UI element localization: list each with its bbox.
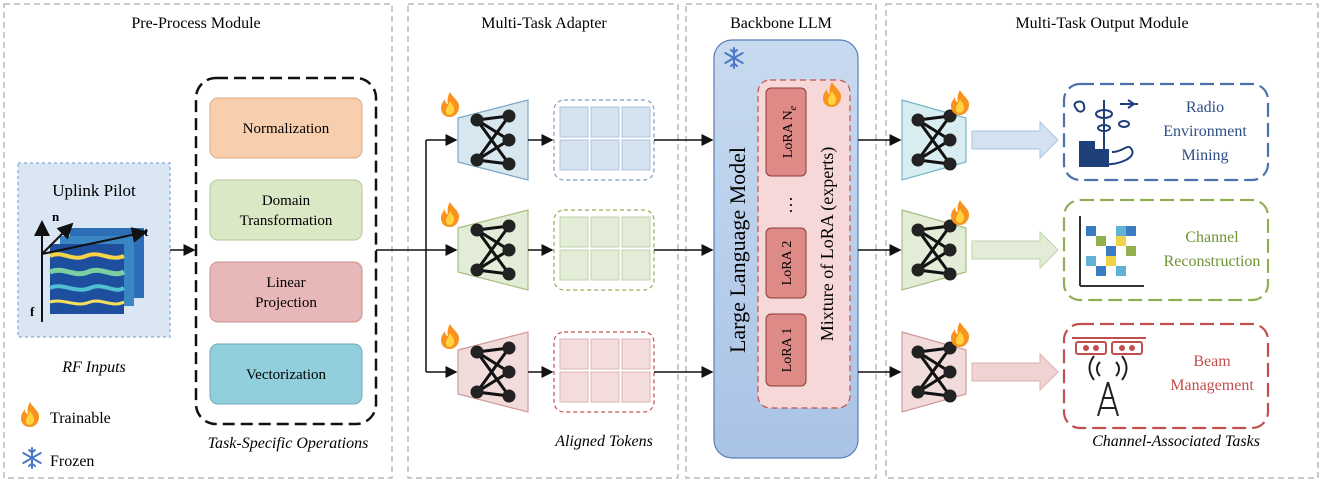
pilot-heatmap-icon: [49, 228, 144, 314]
token-grid-2: [553, 209, 655, 291]
operations-group: [194, 76, 378, 426]
op-linear-projection: Linear Projection: [209, 261, 363, 323]
task-beam-line2: Management: [1170, 377, 1254, 394]
op-domain-transformation: Domain Transformation: [209, 179, 363, 241]
op-normalization-label: Normalization: [243, 121, 330, 137]
axis-n-label: n: [52, 209, 60, 224]
task-channel-reconstruction: Channel Reconstruction: [1062, 198, 1270, 302]
token-grid-3: [553, 331, 655, 413]
output-arrow-3: [971, 352, 1059, 392]
lora-expert-1: LoRA 1: [765, 313, 807, 387]
channel-matrix-icon: [1079, 216, 1144, 287]
token-grid-1: [553, 99, 655, 181]
preprocess-title: Pre-Process Module: [131, 15, 260, 32]
lora-expert-n: LoRA Ne: [765, 87, 807, 177]
op-vectorization: Vectorization: [209, 343, 363, 405]
task-channel-line1: Channel: [1185, 229, 1239, 246]
output-arrow-1: [971, 120, 1059, 160]
lora-n-subscript: e: [788, 105, 799, 110]
lora-n-label: LoRA N: [781, 110, 796, 158]
preprocess-to-adapter-connector: [376, 134, 458, 378]
operations-caption: Task-Specific Operations: [208, 435, 369, 452]
task-radio-line3: Mining: [1181, 147, 1228, 164]
output-title: Multi-Task Output Module: [1015, 15, 1188, 32]
tasks-caption: Channel-Associated Tasks: [1092, 433, 1260, 450]
axis-f-label: f: [30, 304, 35, 319]
op-normalization: Normalization: [209, 97, 363, 159]
op-linear-line2: Projection: [255, 295, 317, 311]
uplink-pilot-box: Uplink Pilot n t f: [17, 162, 171, 338]
svg-text:LoRA Ne: LoRA Ne: [781, 105, 799, 158]
op-linear-line1: Linear: [266, 275, 305, 291]
lora-2-label: LoRA 2: [780, 241, 795, 286]
aligned-tokens-caption: Aligned Tokens: [554, 433, 653, 450]
backbone-title: Backbone LLM: [730, 15, 832, 32]
adapter-encoder-1: [457, 99, 529, 181]
llm-label: Large Language Model: [725, 147, 750, 353]
adapter-encoder-2: [457, 209, 529, 291]
city-tower-icon: [1073, 99, 1138, 167]
legend-frozen: Frozen: [50, 453, 94, 470]
task-radio-line1: Radio: [1186, 99, 1224, 116]
adapter-encoder-3: [457, 331, 529, 413]
output-decoder-1: [901, 99, 967, 181]
op-vectorization-label: Vectorization: [246, 367, 326, 383]
lora-1-label: LoRA 1: [780, 328, 795, 373]
rf-inputs-caption: RF Inputs: [61, 359, 126, 376]
beam-antenna-icon: [1072, 337, 1146, 417]
uplink-pilot-title: Uplink Pilot: [52, 181, 136, 200]
op-domain-line1: Domain: [262, 193, 311, 209]
lora-expert-2: LoRA 2: [765, 227, 807, 299]
output-arrow-2: [971, 230, 1059, 270]
task-radio-line2: Environment: [1163, 123, 1247, 140]
legend-trainable: Trainable: [50, 410, 111, 427]
task-beam-management: Beam Management: [1062, 322, 1270, 430]
axis-t-label: t: [144, 224, 149, 239]
op-domain-line2: Transformation: [240, 213, 333, 229]
task-channel-line2: Reconstruction: [1164, 253, 1261, 270]
output-decoder-3: [901, 331, 967, 413]
lora-ellipsis: …: [776, 196, 796, 214]
adapter-title: Multi-Task Adapter: [481, 15, 607, 32]
moe-label: Mixture of LoRA (experts): [817, 147, 838, 341]
task-radio-environment-mining: Radio Environment Mining: [1062, 82, 1270, 182]
task-beam-line1: Beam: [1193, 353, 1231, 370]
output-decoder-2: [901, 209, 967, 291]
